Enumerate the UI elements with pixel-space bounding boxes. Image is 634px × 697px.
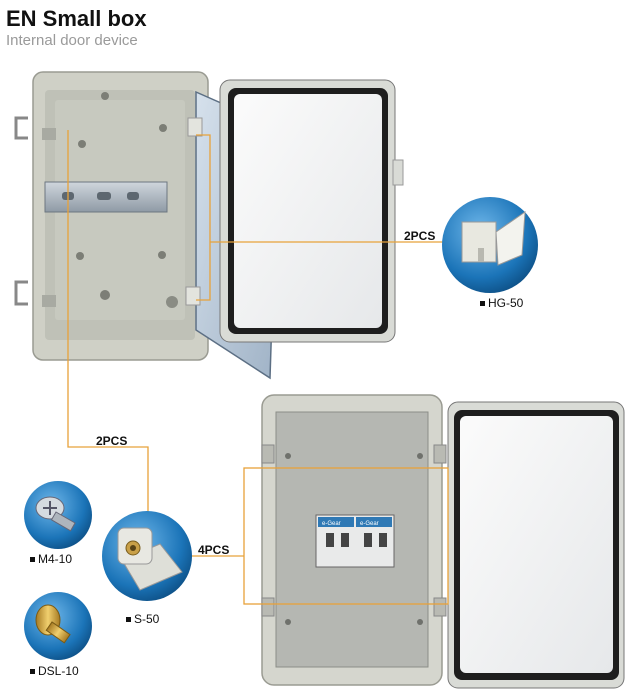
standoff-quantity-tag: 2PCS — [96, 434, 128, 448]
part-label-screw: M4-10 — [30, 552, 72, 566]
badge-knob — [24, 592, 92, 660]
clear-cover-top — [219, 79, 404, 343]
part-label-hinge: HG-50 — [480, 296, 523, 310]
enclosure-top — [14, 71, 209, 361]
badge-hinge — [442, 197, 538, 293]
breaker-brand-right: e-Gear — [360, 521, 379, 527]
page-title: EN Small box — [6, 6, 147, 31]
badge-screw — [24, 481, 92, 549]
hinge-quantity-tag: 2PCS — [404, 229, 436, 243]
circuit-breaker: e-Gear e-Gear — [315, 514, 395, 568]
leader-lines — [67, 130, 449, 605]
page-subtitle: Internal door device — [6, 32, 138, 49]
clear-cover-bottom — [447, 401, 625, 689]
part-label-standoff: S-50 — [126, 612, 159, 626]
part-label-knob: DSL-10 — [30, 664, 79, 678]
breaker-brand-left: e-Gear — [322, 521, 341, 527]
badge-standoff — [102, 511, 192, 601]
plate-quantity-tag: 4PCS — [198, 543, 230, 557]
